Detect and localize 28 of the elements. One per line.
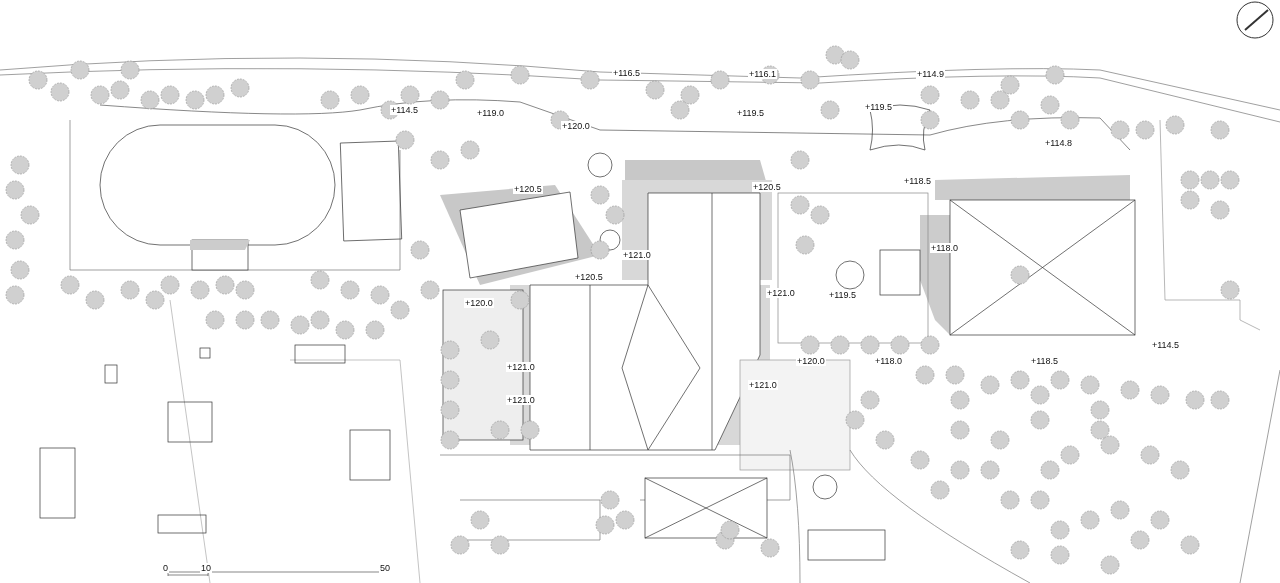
elevation-label: +121.0 <box>506 395 536 405</box>
elevation-label: +116.5 <box>612 68 642 78</box>
elevation-label: +121.0 <box>506 362 536 372</box>
elevation-label: +118.0 <box>930 243 960 253</box>
elevation-label: +114.8 <box>1044 138 1074 148</box>
elevation-label: +114.5 <box>1151 340 1181 350</box>
elevation-label: +114.5 <box>390 105 420 115</box>
elevation-label: +120.0 <box>561 121 591 131</box>
elevation-label: +121.0 <box>748 380 778 390</box>
elevation-label: +120.0 <box>464 298 494 308</box>
scale-label: 10 <box>200 563 212 573</box>
elevation-label: +114.9 <box>916 69 946 79</box>
elevation-label: +118.5 <box>903 176 933 186</box>
elevation-label: +121.0 <box>622 250 652 260</box>
elevation-label: +119.5 <box>864 102 894 112</box>
elevation-label: +119.5 <box>828 290 858 300</box>
scale-label: 50 <box>379 563 391 573</box>
elevation-label: +120.5 <box>752 182 782 192</box>
elevation-label: +120.5 <box>513 184 543 194</box>
elevation-label: +121.0 <box>766 288 796 298</box>
elevation-label: +118.5 <box>1030 356 1060 366</box>
elevation-label: +120.0 <box>796 356 826 366</box>
elevation-label: +118.0 <box>874 356 904 366</box>
elevation-label: +119.0 <box>476 108 506 118</box>
elevation-label: +120.5 <box>574 272 604 282</box>
scale-label: 0 <box>162 563 169 573</box>
elevation-label: +116.1 <box>748 69 778 79</box>
elevation-label: +119.5 <box>736 108 766 118</box>
